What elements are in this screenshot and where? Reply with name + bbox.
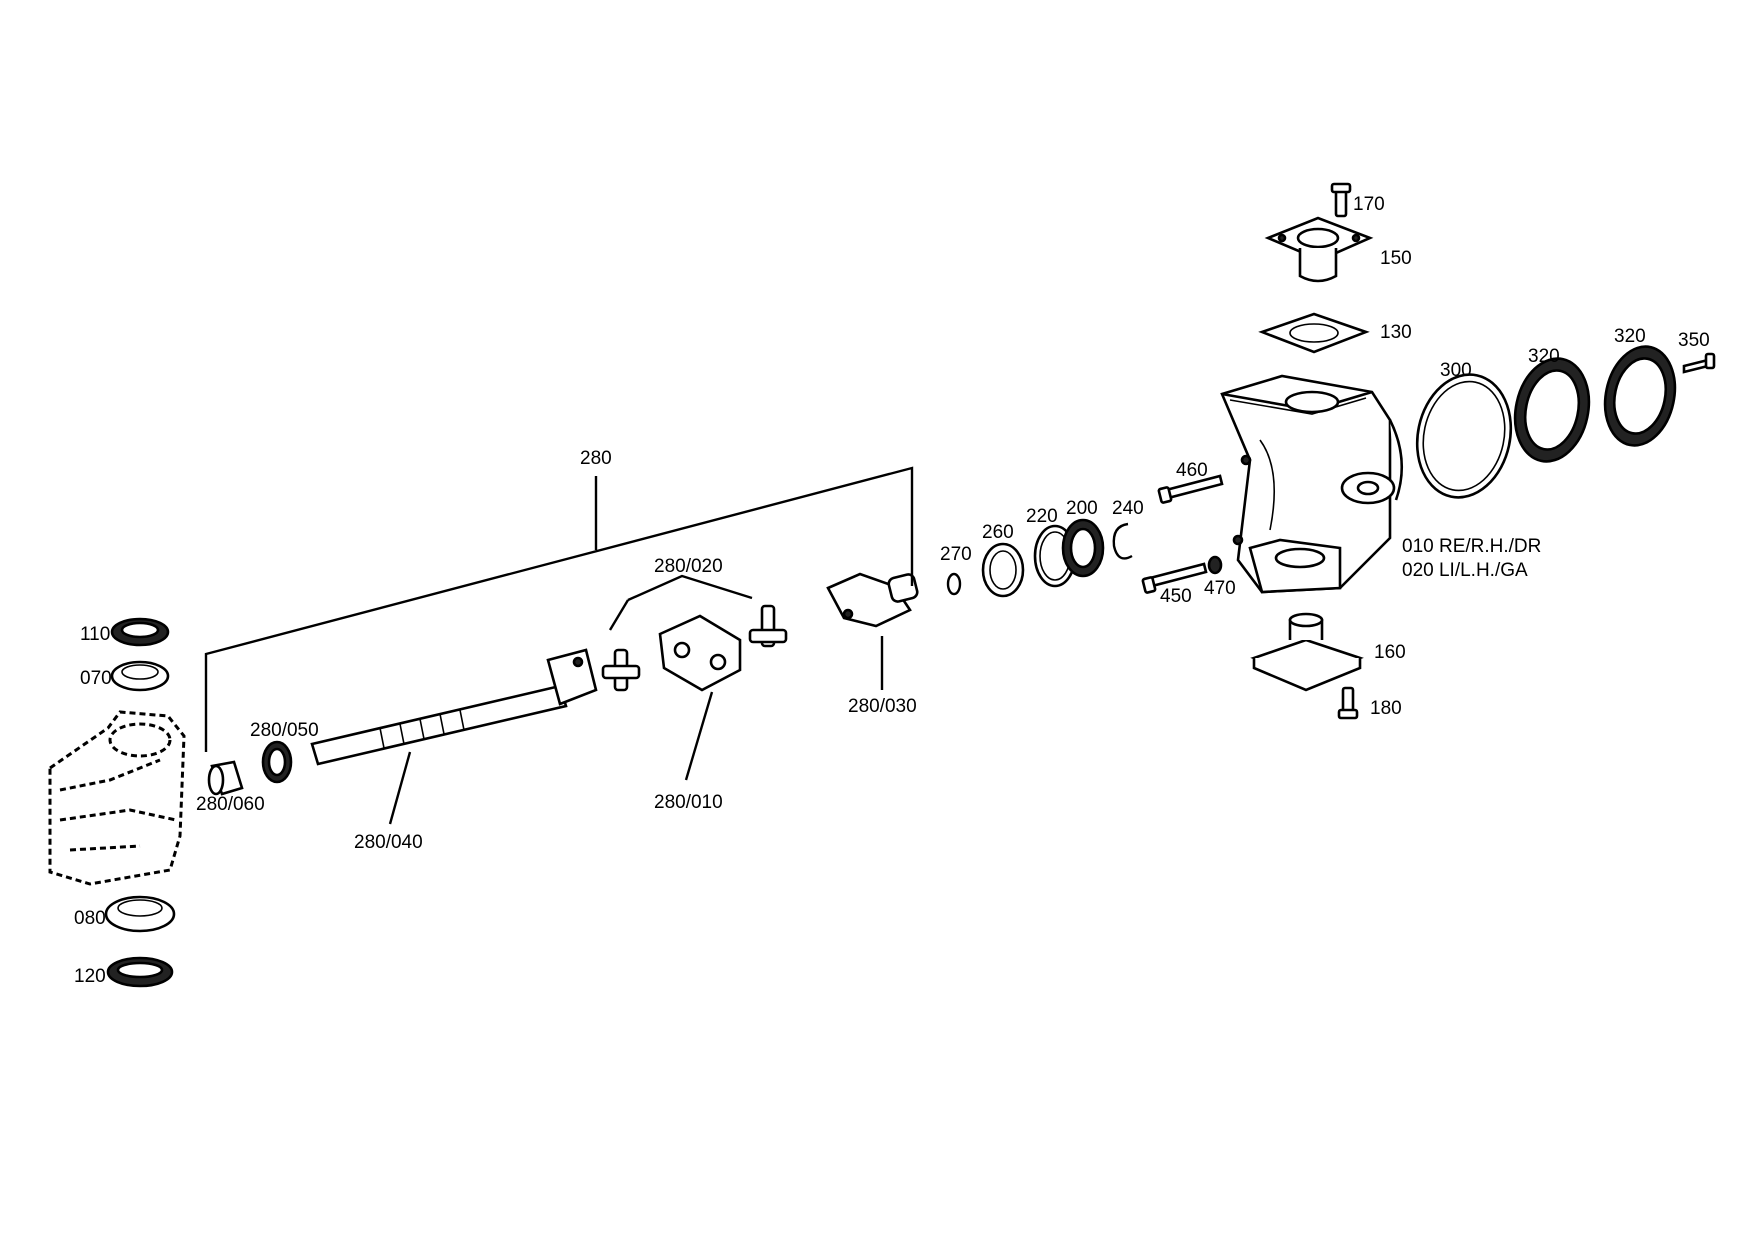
label-200: 200 <box>1066 498 1098 519</box>
part-260-ring[interactable] <box>981 542 1025 598</box>
label-170: 170 <box>1353 194 1385 215</box>
axle-housing-left <box>48 710 186 886</box>
part-160-lower-bearing-cover[interactable] <box>1250 612 1364 692</box>
part-270-circlip[interactable] <box>946 572 962 596</box>
label-160: 160 <box>1374 642 1406 663</box>
label-080: 080 <box>74 908 106 929</box>
label-180: 180 <box>1370 698 1402 719</box>
part-170-bolt[interactable] <box>1330 182 1352 218</box>
bracket-280 <box>204 466 914 752</box>
label-220: 220 <box>1026 506 1058 527</box>
part-350-screw[interactable] <box>1682 352 1716 374</box>
part-280-060-bushing[interactable] <box>207 760 244 796</box>
part-080-bearing[interactable] <box>104 895 176 933</box>
label-280-050: 280/050 <box>250 720 319 741</box>
part-300-seal-ring[interactable] <box>1406 366 1522 506</box>
part-240-circlip[interactable] <box>1112 522 1133 560</box>
label-070: 070 <box>80 668 112 689</box>
label-350: 350 <box>1678 330 1710 351</box>
label-260: 260 <box>982 522 1014 543</box>
leader-280-010 <box>684 691 714 781</box>
label-470: 470 <box>1204 578 1236 599</box>
part-280-030-yoke[interactable] <box>826 572 919 628</box>
label-150: 150 <box>1380 248 1412 269</box>
label-280-060: 280/060 <box>196 794 265 815</box>
label-240: 240 <box>1112 498 1144 519</box>
part-150-flange-cover[interactable] <box>1264 216 1374 283</box>
label-020: 020 LI/L.H./GA <box>1402 560 1528 581</box>
label-280-040: 280/040 <box>354 832 423 853</box>
part-470-washer[interactable] <box>1207 555 1223 575</box>
leader-280-040 <box>388 751 412 825</box>
part-280-010-center-housing[interactable] <box>658 614 742 692</box>
label-110: 110 <box>80 624 110 645</box>
part-320-shaft-seal-b[interactable] <box>1596 340 1683 452</box>
part-280-050-ring[interactable] <box>261 740 293 784</box>
label-320b: 320 <box>1614 326 1646 347</box>
label-280-010: 280/010 <box>654 792 723 813</box>
part-280-020-cross-left[interactable] <box>601 648 641 692</box>
label-460: 460 <box>1176 460 1208 481</box>
part-460-pin[interactable] <box>1157 474 1224 504</box>
part-130-gasket[interactable] <box>1258 312 1370 354</box>
label-270: 270 <box>940 544 972 565</box>
label-320a: 320 <box>1528 346 1560 367</box>
label-280-020: 280/020 <box>654 556 723 577</box>
label-120: 120 <box>74 966 106 987</box>
part-280-020-cross-right[interactable] <box>748 604 788 648</box>
leader-280-020-b <box>608 599 630 631</box>
label-280: 280 <box>580 448 612 469</box>
part-320-shaft-seal-a[interactable] <box>1506 352 1598 469</box>
label-300: 300 <box>1440 360 1472 381</box>
part-110-seal[interactable] <box>110 617 170 647</box>
part-280-040-axle-shaft[interactable] <box>310 648 598 766</box>
part-200-bearing[interactable] <box>1061 518 1105 578</box>
part-120-seal[interactable] <box>106 956 174 988</box>
leader-280-020-a <box>627 574 753 602</box>
part-180-bolt[interactable] <box>1337 686 1359 720</box>
steering-knuckle-housing[interactable] <box>1220 374 1404 594</box>
label-280-030: 280/030 <box>848 696 917 717</box>
part-070-bearing[interactable] <box>110 660 170 692</box>
part-450-pin[interactable] <box>1141 562 1208 594</box>
label-450: 450 <box>1160 586 1192 607</box>
label-010: 010 RE/R.H./DR <box>1402 536 1541 557</box>
label-130: 130 <box>1380 322 1412 343</box>
